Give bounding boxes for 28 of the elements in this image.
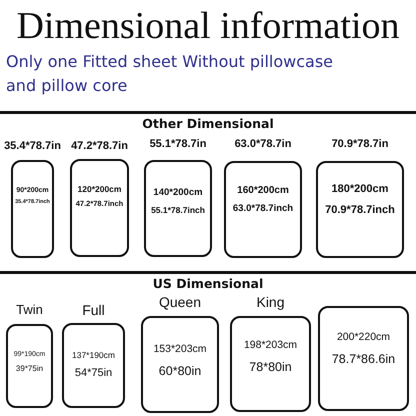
size-heading: King [255, 294, 286, 310]
size-text: 60*80in [158, 362, 202, 380]
size-heading: Queen [158, 294, 202, 310]
size-text: 120*200cm [78, 183, 122, 196]
size-text: 78*80in [249, 358, 292, 376]
size-text: 137*190cm [72, 349, 115, 362]
size-text: 54*75in [74, 366, 112, 382]
size-heading: Twin [15, 302, 44, 317]
size-heading: Full [81, 302, 106, 318]
page-title: Dimensional information [15, 4, 401, 48]
size-text: 198*203cm [244, 338, 298, 353]
size-text: 200*220cm [336, 330, 390, 345]
size-text: 55.1*78.7inch [151, 204, 205, 218]
size-heading: 63.0*78.7in [234, 138, 292, 150]
size-text: 78.7*86.6in [332, 350, 396, 368]
size-text: 140*200cm [153, 186, 203, 200]
section-heading: US Dimensional [152, 276, 264, 292]
size-text: 39*75in [16, 363, 44, 376]
size-heading: 70.9*78.7in [330, 138, 390, 150]
size-heading: 35.4*78.7in [3, 140, 62, 152]
size-heading: 55.1*78.7in [148, 138, 208, 150]
size-text: 70.9*78.7inch [325, 202, 395, 218]
size-text: 153*203cm [153, 342, 207, 357]
size-text: 160*200cm [237, 184, 289, 198]
section-heading: Other Dimensional [141, 116, 275, 132]
size-text: 180*200cm [332, 182, 388, 197]
size-text: 63.0*78.7inch [232, 202, 294, 216]
subtitle-text: Only one Fitted sheet Without pillowcase and pillow core [6, 51, 334, 97]
